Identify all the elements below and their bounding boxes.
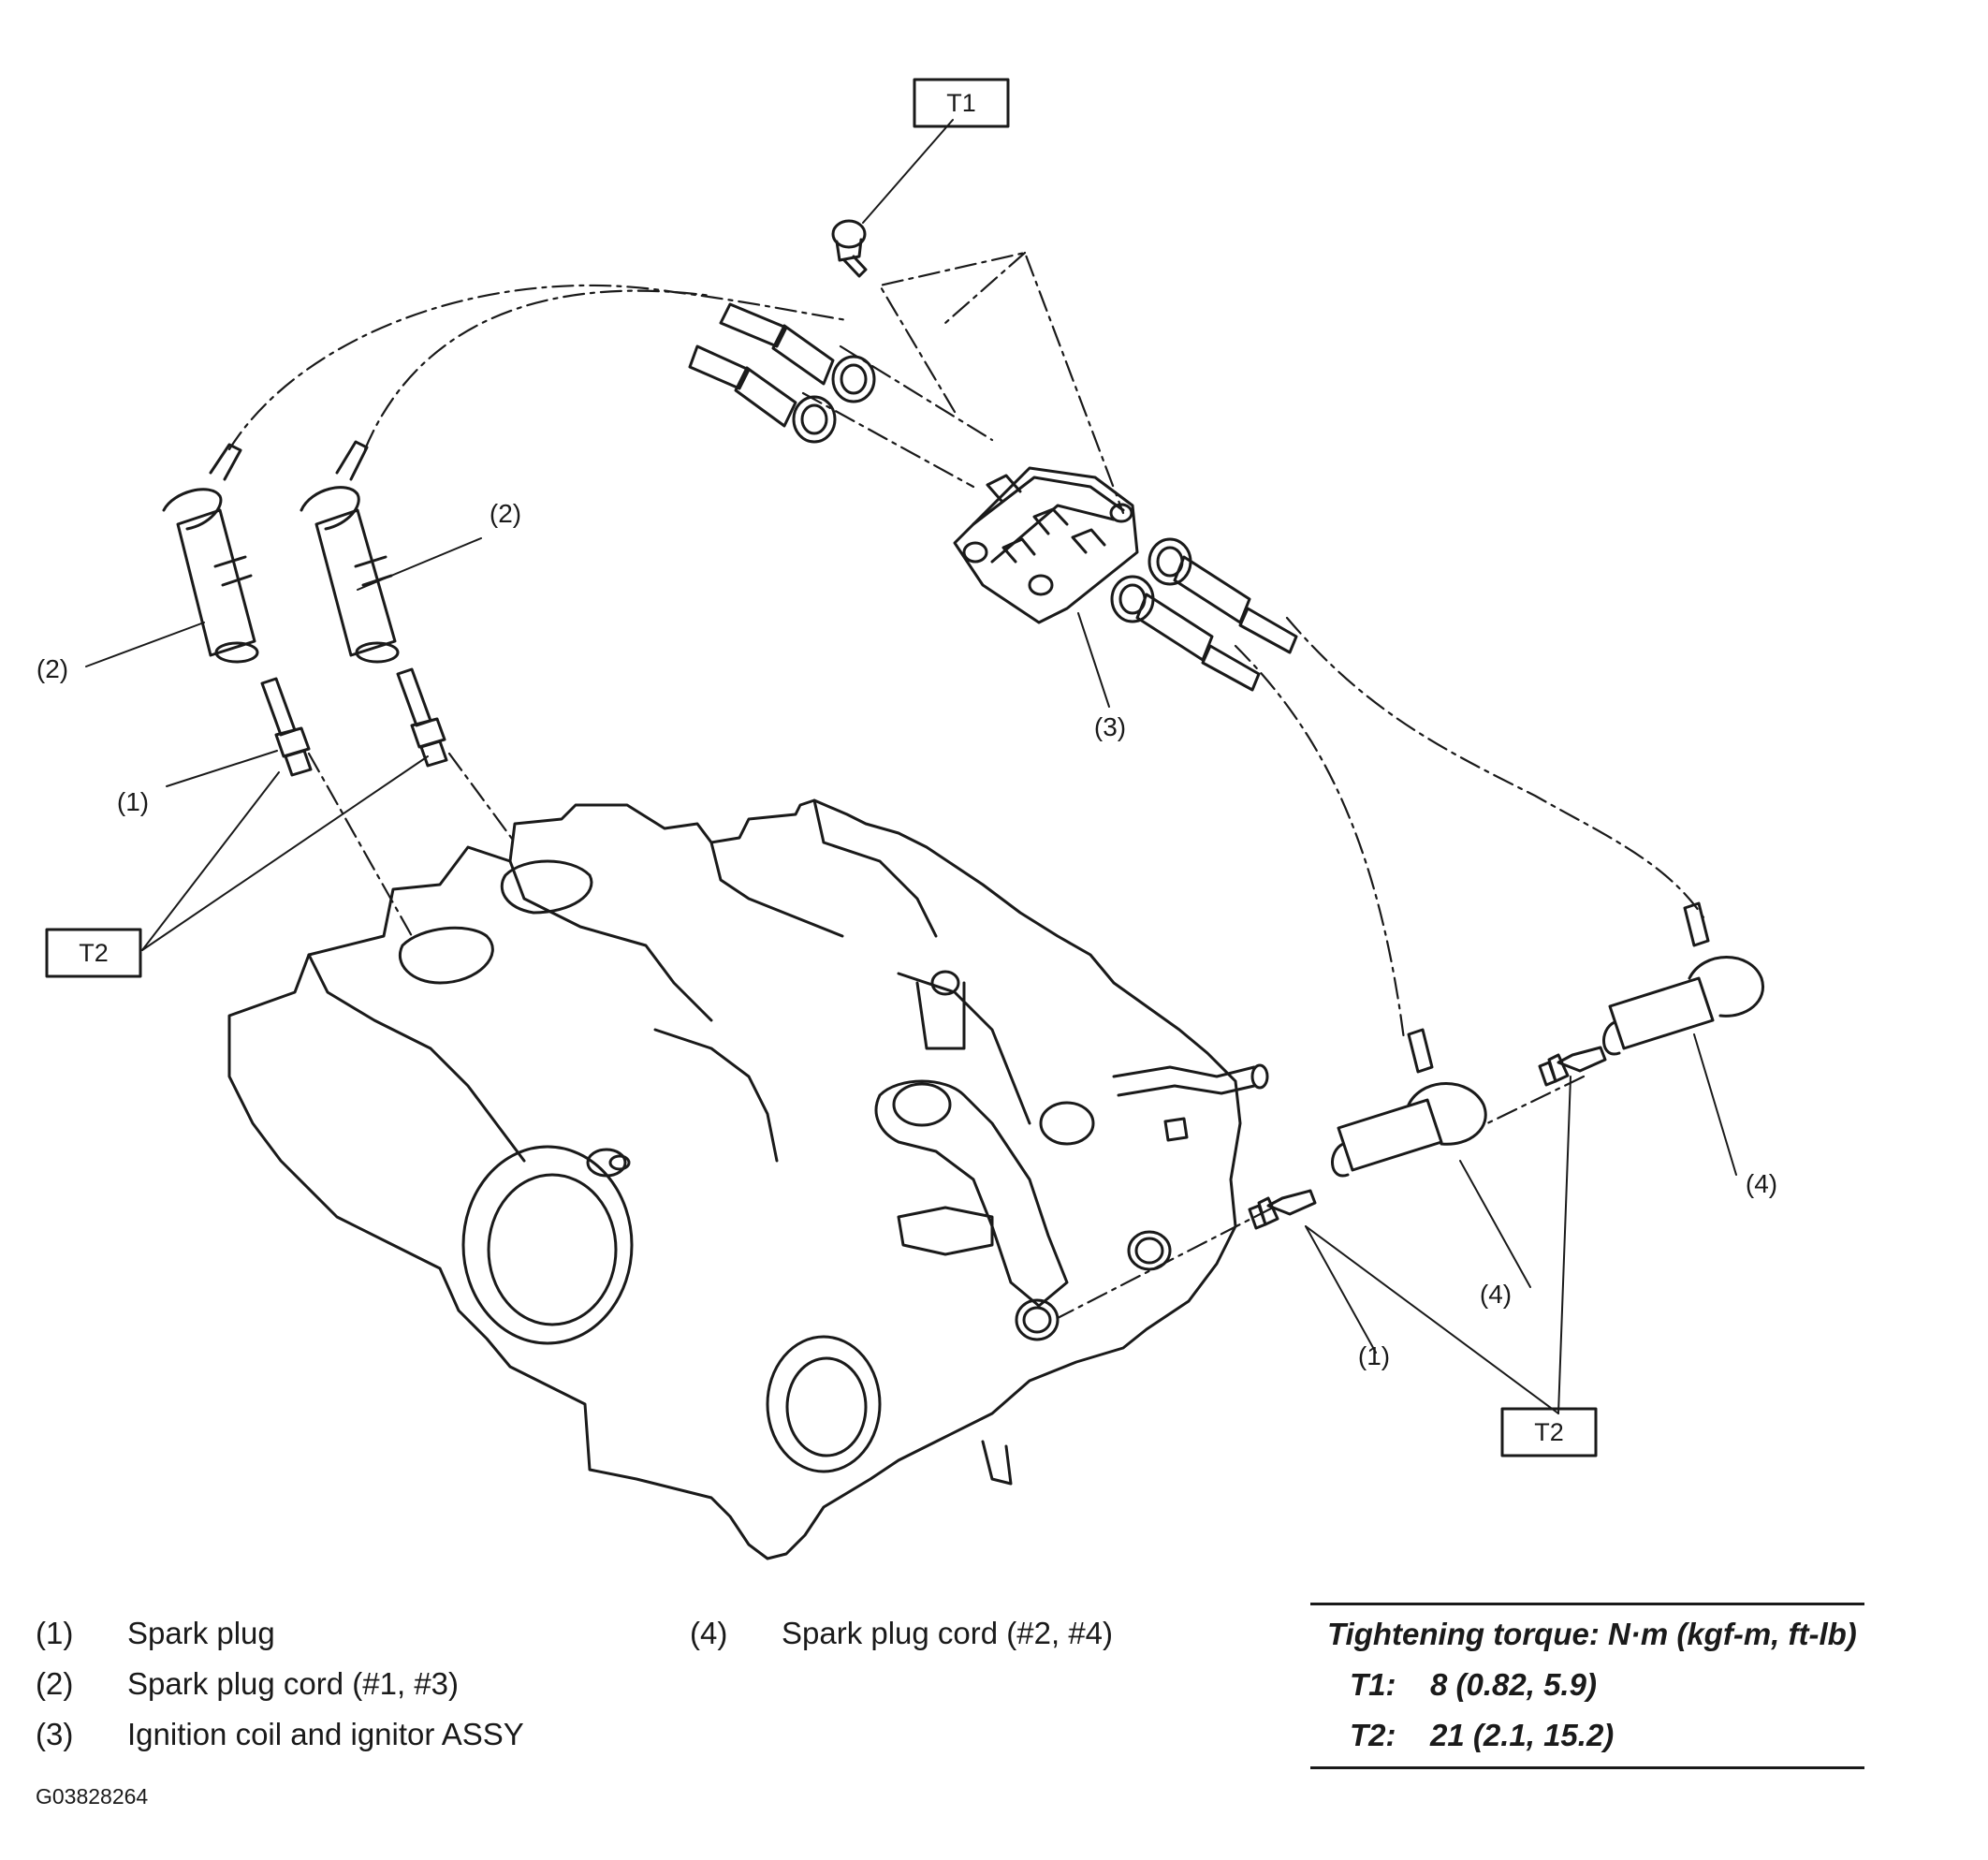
torque-row: T1: 8 (0.82, 5.9) (1310, 1660, 1864, 1710)
spark-plug-cord-left-1 (162, 443, 259, 664)
torque-header: Tightening torque: N·m (kgf-m, ft-lb) (1327, 1617, 1857, 1651)
legend-number: (2) (36, 1666, 74, 1701)
legend-number: (3) (36, 1717, 74, 1751)
callout-1-right: (1) (1358, 1341, 1390, 1370)
bolt-t1 (831, 219, 868, 278)
spark-plug-left-1 (260, 677, 313, 777)
spark-plug-right-2 (1538, 1046, 1607, 1087)
torque-key: T2: (1350, 1718, 1396, 1752)
torque-value: 8 (0.82, 5.9) (1430, 1667, 1597, 1702)
legend-item: (4) Spark plug cord (#2, #4) (690, 1608, 1113, 1659)
ignition-coil-assy (953, 466, 1139, 624)
legend-item: (2) Spark plug cord (#1, #3) (36, 1659, 524, 1709)
legend-text: Spark plug cord (#1, #3) (127, 1666, 460, 1701)
callout-3: (3) (1094, 712, 1126, 741)
torque-table: Tightening torque: N·m (kgf-m, ft-lb) T1… (1310, 1603, 1864, 1769)
legend-number: (4) (690, 1616, 728, 1650)
legend-number: (1) (36, 1616, 74, 1650)
callout-4-right: (4) (1746, 1169, 1777, 1198)
engine-block (227, 798, 1269, 1560)
assembly-leaders (227, 251, 1705, 1320)
t1-label-box (913, 78, 1010, 128)
spark-plug-cord-4-top (1110, 537, 1298, 692)
torque-key: T1: (1350, 1667, 1396, 1702)
callout-1-left: (1) (117, 787, 149, 816)
legend-text: Ignition coil and ignitor ASSY (127, 1717, 524, 1751)
ignition-system-diagram: T1 T2 T2 (2) (2) (1) (3) (4) (4) (1) (37, 78, 1777, 1560)
spark-plug-cord-left-2 (300, 440, 400, 664)
spark-plug-cord-right-2 (1602, 901, 1764, 1056)
legend-text: Spark plug (127, 1616, 275, 1650)
legend-item: (3) Ignition coil and ignitor ASSY (36, 1709, 524, 1760)
legend-item: (1) Spark plug (36, 1608, 524, 1659)
t2-label-box-left (45, 928, 142, 978)
t2-label-left: T2 (79, 939, 109, 967)
legend-text: Spark plug cord (#2, #4) (782, 1616, 1114, 1650)
legend-list-2: (4) Spark plug cord (#2, #4) (690, 1608, 1113, 1659)
torque-row: T2: 21 (2.1, 15.2) (1310, 1710, 1864, 1761)
legend-list: (1) Spark plug (2) Spark plug cord (#1, … (36, 1608, 524, 1760)
t2-label-right: T2 (1534, 1418, 1564, 1446)
callout-2-right: (2) (490, 499, 521, 528)
spark-plug-left-2 (396, 667, 448, 768)
t1-label: T1 (946, 89, 976, 117)
callout-2-left: (2) (37, 654, 68, 683)
spark-plug-right-1 (1248, 1189, 1317, 1230)
torque-value: 21 (2.1, 15.2) (1430, 1718, 1615, 1752)
figure-code: G03828264 (36, 1784, 149, 1809)
t2-label-box-right (1500, 1407, 1598, 1457)
spark-plug-cord-2-top (688, 302, 876, 444)
spark-plug-cord-right-1 (1331, 1028, 1487, 1178)
callout-4-center: (4) (1480, 1280, 1512, 1309)
callout-leaders (85, 119, 1737, 1414)
